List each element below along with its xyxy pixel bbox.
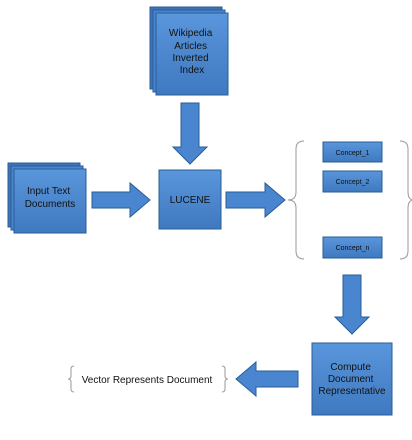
concept-n-label: Concept_n bbox=[336, 245, 370, 252]
input-documents-node: Input Text Documents bbox=[7, 162, 87, 234]
wikipedia-line-1: Wikipedia bbox=[169, 28, 213, 39]
lucene-node: LUCENE bbox=[158, 169, 222, 230]
arrow-input-to-lucene bbox=[91, 181, 151, 219]
compute-line-2: Document bbox=[328, 374, 374, 385]
compute-line-3: Representative bbox=[318, 386, 386, 397]
arrow-concepts-to-compute bbox=[333, 274, 371, 335]
concept-1-label: Concept_1 bbox=[336, 150, 370, 157]
concept-box-2: Concept_2 bbox=[322, 170, 383, 193]
left-brace bbox=[287, 140, 305, 260]
lucene-label: LUCENE bbox=[170, 195, 211, 206]
arrow-lucene-to-concepts bbox=[225, 181, 286, 219]
arrow-wiki-to-lucene bbox=[171, 102, 209, 165]
concept-box-n: Concept_n bbox=[322, 236, 383, 259]
wikipedia-line-2: Articles bbox=[174, 41, 207, 52]
svg-text:Input Text Documents: Input Text Documents bbox=[25, 186, 76, 210]
wikipedia-line-4: Index bbox=[180, 65, 204, 76]
compute-line-1: Compute bbox=[330, 362, 371, 373]
vector-label: Vector Represents Document bbox=[82, 375, 213, 386]
svg-text:Compute Document R: Compute Document Representative bbox=[318, 362, 386, 397]
arrow-compute-to-vector bbox=[235, 360, 299, 398]
concept-box-1: Concept_1 bbox=[322, 141, 383, 163]
vector-right-brace bbox=[221, 365, 229, 393]
vector-left-brace bbox=[67, 365, 75, 393]
input-line-1: Input Text bbox=[27, 186, 70, 197]
svg-text:Wikipedia Articles: Wikipedia Articles Inverted Index bbox=[169, 28, 215, 76]
concepts-group: Concept_1 Concept_2 Concept_n bbox=[287, 140, 412, 260]
input-line-2: Documents bbox=[25, 199, 76, 210]
wikipedia-line-3: Inverted bbox=[173, 53, 209, 64]
compute-node: Compute Document Representative bbox=[311, 342, 393, 416]
wikipedia-index-node: Wikipedia Articles Inverted Index bbox=[149, 6, 229, 96]
concept-2-label: Concept_2 bbox=[336, 179, 370, 186]
vector-output: Vector Represents Document bbox=[67, 365, 229, 393]
right-brace bbox=[399, 140, 412, 260]
